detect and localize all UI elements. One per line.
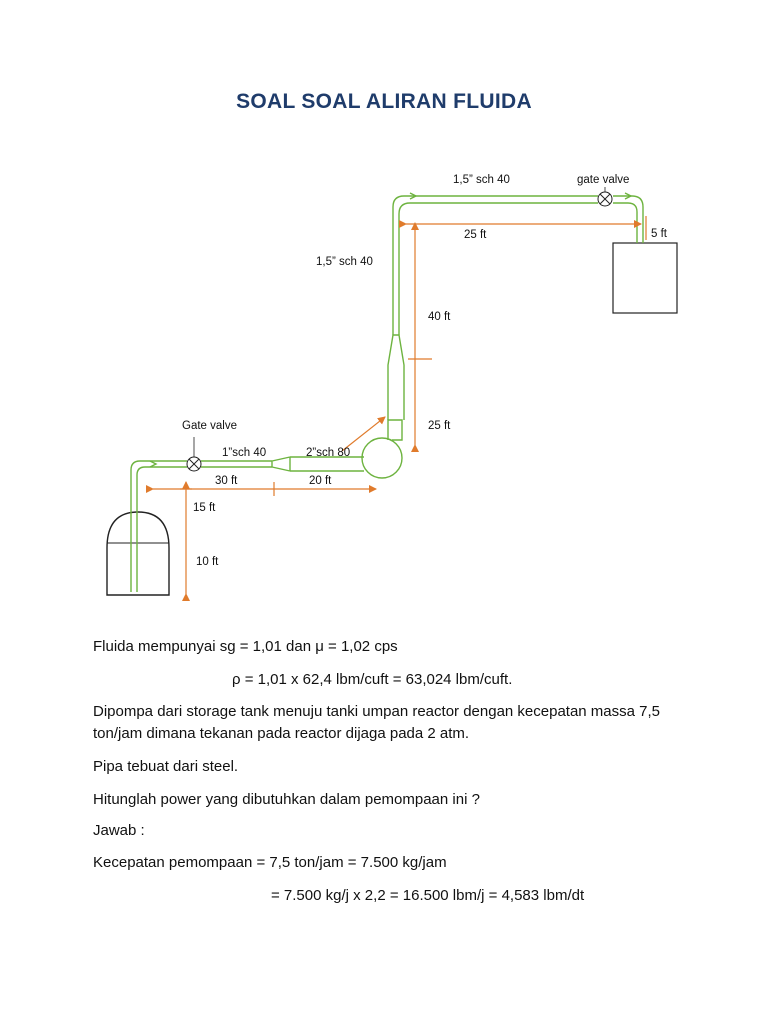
paragraph-pumping-rate-conversion: = 7.500 kg/j x 2,2 = 16.500 lbm/j = 4,58… <box>271 887 585 904</box>
label-length-30: 30 ft <box>215 475 238 487</box>
paragraph-answer-heading: Jawab : <box>93 822 145 839</box>
reactor-feed-tank <box>612 242 678 314</box>
label-length-top: 25 ft <box>464 229 487 241</box>
paragraph-pipe-material: Pipa tebuat dari steel. <box>93 758 239 775</box>
paragraph-question: Hitunglah power yang dibutuhkan dalam pe… <box>93 791 480 808</box>
label-height-upper: 40 ft <box>428 311 451 323</box>
label-height-10: 10 ft <box>196 556 219 568</box>
label-length-20: 20 ft <box>309 475 332 487</box>
piping-diagram: 1,5” sch 40 gate valve 25 ft 5 ft 1,5” s… <box>106 174 678 601</box>
label-gate-valve-bottom: Gate valve <box>182 420 237 432</box>
label-height-15: 15 ft <box>193 502 216 514</box>
label-pipe-1in: 1”sch 40 <box>222 447 266 459</box>
pipe-network <box>130 192 644 592</box>
label-pipe-top: 1,5” sch 40 <box>453 174 510 186</box>
paragraph-pumping-rate: Kecepatan pemompaan = 7,5 ton/jam = 7.50… <box>93 854 447 871</box>
dimension-lines <box>146 216 647 601</box>
gate-valve-top[interactable] <box>597 187 613 207</box>
paragraph-problem-statement: Dipompa dari storage tank menuju tanki u… <box>93 703 661 742</box>
paragraph-fluid-properties: Fluida mempunyai sg = 1,01 dan μ = 1,02 … <box>93 638 398 655</box>
paragraph-density: ρ = 1,01 x 62,4 lbm/cuft = 63,024 lbm/cu… <box>232 671 513 688</box>
gate-valve-bottom[interactable] <box>186 437 202 472</box>
label-pipe-2in: 2”sch 80 <box>306 447 350 459</box>
label-pipe-vertical: 1,5” sch 40 <box>316 256 373 268</box>
page-title: SOAL SOAL ALIRAN FLUIDA <box>236 90 532 113</box>
storage-tank <box>106 511 170 596</box>
label-drop-tank: 5 ft <box>651 228 668 240</box>
label-gate-valve-top: gate valve <box>577 174 629 186</box>
label-height-lower: 25 ft <box>428 420 451 432</box>
